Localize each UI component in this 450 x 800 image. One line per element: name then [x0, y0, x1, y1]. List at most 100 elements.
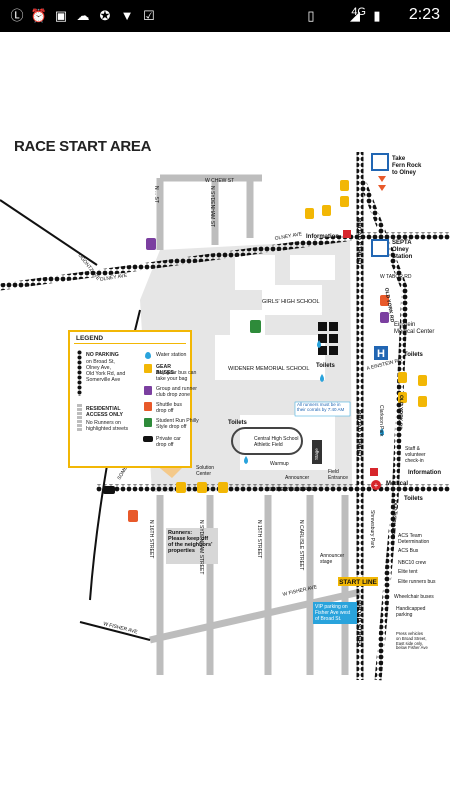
acs-bus: ACS Bus [398, 548, 419, 554]
toilets-lower: Toilets [404, 496, 423, 502]
upload-icon: ☁ [76, 8, 90, 23]
medical-icon [371, 480, 381, 490]
solution-center: Solution Center [196, 465, 215, 477]
street-15th: N 15TH STREET [256, 520, 262, 558]
nbc10-crew: NBC10 crew [398, 560, 427, 566]
legend-no-parking-swatch [77, 350, 82, 396]
residential-streets [149, 174, 361, 675]
legend-gear-title: GEAR BUSES [156, 364, 174, 376]
street-olney: OLNEY AVE [274, 231, 303, 242]
street-somerville: SOMERVILLE AVE [268, 487, 315, 493]
legend-residential-title: RESIDENTIAL ACCESS ONLY [86, 406, 123, 418]
street-n-ave: N ... ST [153, 186, 159, 203]
svg-text:H: H [377, 348, 385, 360]
all-runners-note: All runners must be in their corrals by … [297, 402, 345, 412]
group-bus-icon [144, 386, 152, 395]
signal-icon: ◢ [350, 8, 360, 23]
legend-residential-swatch [77, 404, 82, 432]
legend-group: Group and runner club drop zone [156, 386, 197, 398]
broad-street-1: BROAD STREET [355, 218, 361, 266]
acs-team: ACS Team Determination [398, 533, 430, 545]
toilets-campus: Toilets [316, 363, 335, 369]
map-title: RACE START AREA [14, 138, 152, 155]
shuttle-bus-icon [144, 402, 152, 411]
field-entrance: Field Entrance [328, 469, 349, 481]
central-hs-label: Central High School Athletic Field [254, 436, 299, 448]
notification-l-icon: Ⓛ [10, 8, 24, 23]
android-icon: ✪ [99, 8, 111, 23]
battery-icon: ▮ [373, 8, 381, 23]
old-york-3: OLD YORK RD [390, 500, 398, 536]
vip-label: VIP parking on Fisher Ave west of Broad … [315, 604, 351, 622]
street-sydenham-n: N SYDENHAM ST [209, 186, 215, 227]
stage-label: Stage [314, 448, 319, 460]
stage-block [312, 440, 322, 464]
street-16th: N 16TH STREET [148, 520, 154, 558]
legend-title: LEGEND [76, 335, 104, 342]
broad-street-2: BROAD STREET [355, 410, 361, 458]
gear-bus-icon [144, 364, 152, 373]
widener-building [215, 335, 325, 380]
press-vehicles: Press vehicles on Broad Street, East sid… [396, 631, 428, 651]
map-page: RACE START AREA [0, 32, 450, 800]
elite-tent: Elite tent [398, 569, 418, 575]
svg-text:+: + [374, 481, 379, 490]
water-stations [244, 340, 384, 464]
vpn-icon: ▼ [120, 8, 134, 23]
staff-checkin: Staff & volunteer check-in [405, 446, 426, 464]
car-dropoff [103, 486, 115, 494]
announcer-stage: Announcer stage [320, 553, 345, 565]
street-tabor: W TABOR RD [380, 274, 412, 280]
vip-parking [313, 602, 357, 624]
shrewsbury-label: Shrewsbury Park [369, 510, 375, 549]
athletic-track [231, 427, 303, 455]
medical-label: Medical [386, 481, 409, 487]
car-icon [143, 436, 153, 442]
widener-label: WIDENER MEMORIAL SCHOOL [228, 366, 309, 372]
elite-runners-bus: Elite runners bus [398, 579, 436, 585]
status-time: 2:23 [408, 6, 440, 23]
legend-gear-text: Any gear bus can take your bag [156, 370, 197, 382]
legend-no-parking-text: on Broad St, Olney Ave, Old York Rd, and… [86, 359, 126, 383]
septa-station-icon [371, 239, 389, 257]
girls-hs-label: GIRLS' HIGH SCHOOL [262, 299, 320, 305]
street-carlisle: N CARLISLE STREET [298, 520, 304, 570]
alarm-icon: ⏰ [30, 8, 48, 23]
information-right: Information [408, 470, 441, 476]
einstein-label: Einstein Medical Center [394, 322, 435, 335]
info-marker-right [370, 468, 378, 476]
legend-residential-text: No Runners on highlighted streets [86, 420, 129, 432]
info-marker [343, 230, 351, 238]
handicapped-parking: Handicapped parking [396, 606, 426, 618]
legend-no-parking-title: NO PARKING [86, 352, 119, 358]
information-top: Information [306, 234, 339, 240]
take-fern-rock: Take Fern Rock to Olney [392, 156, 422, 176]
start-line-bar [338, 577, 378, 586]
wheelchair-buses: Wheelchair buses [394, 594, 434, 600]
street-sydenham: N SYDENHAM STREET [198, 520, 204, 574]
street-chew: W CHEW ST [205, 178, 234, 184]
start-line-label: START LINE [339, 579, 377, 586]
hospital-icon [374, 346, 388, 360]
legend-shuttle: Shuttle bus drop off [156, 402, 182, 414]
network-type: 4G [351, 6, 366, 18]
legend-student: Student Run Philly Style drop off [156, 418, 199, 430]
warmup-label: Warmup [270, 461, 289, 467]
toilet-block [318, 322, 338, 355]
clarkson-label: Clarkson Park [378, 405, 384, 437]
shuttle-buses [128, 295, 389, 522]
street-olney-w: OLNEY AVE [99, 273, 128, 283]
image-icon: ▣ [54, 8, 68, 23]
legend: LEGEND NO PARKING on Broad St, Olney Ave… [68, 330, 199, 468]
septa-icon [371, 153, 389, 171]
vibrate-icon: ▯ [307, 8, 315, 23]
septa-olney: SEPTA Olney Station [392, 240, 413, 260]
toilets-field: Toilets [228, 420, 247, 426]
water-icon [145, 352, 151, 359]
old-york-2: OLD YORK RD [397, 395, 404, 430]
keep-off-label: Runners: Please keep off of the neighbor… [168, 530, 213, 554]
race-map[interactable]: START LINE [0, 32, 450, 800]
clipboard-icon: ☑ [143, 8, 155, 23]
gear-buses [176, 180, 427, 493]
student-bus-icon [144, 418, 152, 427]
